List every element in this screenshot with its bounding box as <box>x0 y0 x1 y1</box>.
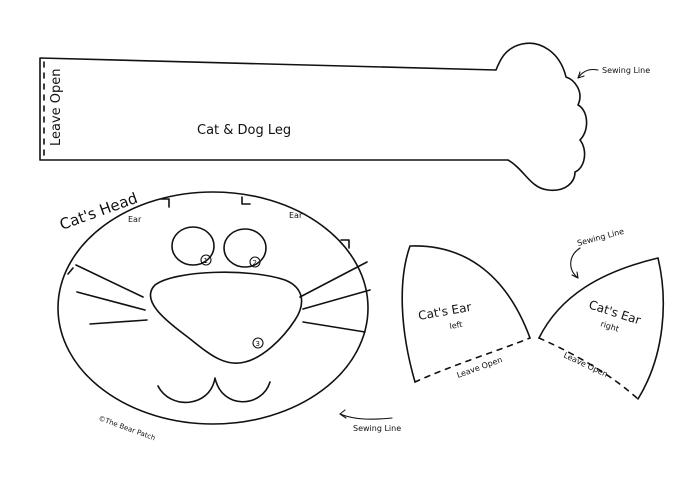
leg-piece: Leave Open Cat & Dog Leg Sewing Line <box>39 42 650 192</box>
ear-right-opening-dash <box>538 337 639 400</box>
ear-right-side: right <box>599 319 620 333</box>
leg-sewing-arrow <box>577 68 599 79</box>
ear-left-opening-dash <box>414 337 531 383</box>
nose-outline <box>149 271 303 364</box>
head-ear-left-label: Ear <box>128 215 142 224</box>
head-outline <box>57 191 369 425</box>
marker-3: 3 <box>256 340 260 348</box>
whisker-right-1 <box>299 261 368 298</box>
mouth <box>157 377 271 404</box>
leg-leave-open-label: Leave Open <box>49 68 64 146</box>
cat-ear-left-piece: Cat's Ear left Leave Open <box>401 245 531 383</box>
copyright-text: ©The Bear Patch <box>97 414 156 442</box>
head-sewing-arrow <box>339 413 393 420</box>
whisker-right-3 <box>302 321 366 333</box>
ear-right-leave-open-label: Leave Open <box>562 351 609 379</box>
leg-outline <box>39 42 588 192</box>
ear-left-outline <box>401 245 531 383</box>
head-sewing-line-label: Sewing Line <box>353 424 401 433</box>
whisker-left-1 <box>75 264 144 298</box>
marker-2-circle <box>249 256 261 268</box>
ear-mark-2 <box>241 196 251 205</box>
head-ear-right-label: Ear <box>289 211 303 220</box>
ear-mark-3 <box>340 239 350 249</box>
whisker-right-2 <box>302 289 371 310</box>
ear-left-title: Cat's Ear <box>417 300 472 323</box>
ear-sewing-arrow <box>570 247 581 279</box>
ear-left-leave-open-label: Leave Open <box>456 355 504 380</box>
leg-sewing-arrowhead <box>577 71 585 79</box>
marker-2: 2 <box>253 259 257 267</box>
cat-ear-right-piece: Cat's Ear right Leave Open Sewing Line <box>538 227 665 400</box>
right-eye <box>223 228 267 268</box>
ear-sewing-arrowhead <box>571 271 579 279</box>
left-eye <box>171 226 215 266</box>
ear-left-side: left <box>449 320 463 331</box>
cat-head-piece: Cat's Head Ear Ear 1 2 3 Sewing Line <box>57 189 401 442</box>
marker-1: 1 <box>204 257 208 265</box>
ear-sewing-line-label: Sewing Line <box>576 227 625 248</box>
marker-1-circle <box>200 254 212 266</box>
leg-sewing-line-label: Sewing Line <box>602 66 650 75</box>
head-sewing-arrowhead <box>339 409 347 419</box>
marker-3-circle <box>252 337 264 349</box>
whisker-left-3 <box>89 319 148 325</box>
ear-mark-1 <box>160 198 170 208</box>
leg-title: Cat & Dog Leg <box>197 123 291 138</box>
ear-right-outline <box>538 257 665 400</box>
ear-mark-4 <box>67 267 74 275</box>
whisker-left-2 <box>76 291 146 311</box>
